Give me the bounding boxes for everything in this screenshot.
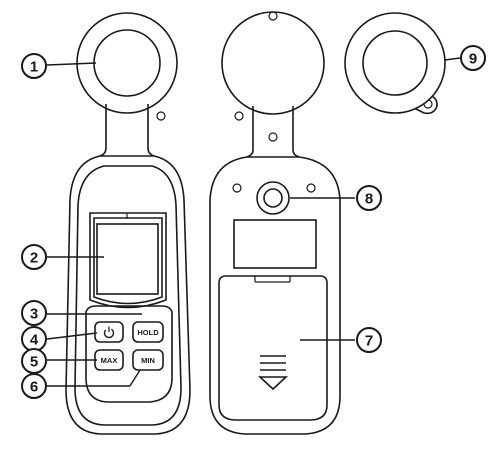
callout-6: 6 bbox=[21, 373, 47, 399]
svg-text:4: 4 bbox=[30, 332, 39, 349]
front-neck bbox=[105, 104, 149, 148]
back-right-screw bbox=[306, 183, 316, 193]
back-neck-screw bbox=[268, 132, 278, 142]
detached-filter-ring bbox=[344, 12, 446, 115]
ring-inner bbox=[362, 30, 428, 96]
tripod-mount-outer bbox=[256, 181, 290, 215]
svg-text:6: 6 bbox=[30, 379, 38, 396]
back-left-screw bbox=[232, 183, 242, 193]
max-button[interactable]: MAX bbox=[94, 349, 124, 371]
max-button-label: MAX bbox=[101, 356, 118, 365]
battery-cover-grip bbox=[257, 355, 289, 391]
svg-text:5: 5 bbox=[30, 354, 38, 371]
ring-outer bbox=[344, 12, 446, 114]
back-view bbox=[209, 11, 341, 435]
callout-2: 2 bbox=[21, 244, 47, 270]
svg-text:8: 8 bbox=[365, 191, 373, 208]
svg-text:3: 3 bbox=[30, 306, 38, 323]
min-button-label: MIN bbox=[141, 356, 155, 365]
back-hinge-screw bbox=[234, 111, 244, 121]
svg-text:2: 2 bbox=[30, 250, 38, 267]
front-body-inner bbox=[74, 165, 182, 426]
callout-7: 7 bbox=[356, 327, 382, 353]
battery-cover bbox=[218, 275, 328, 421]
callout-9: 9 bbox=[460, 45, 486, 71]
keypad-panel bbox=[85, 305, 173, 403]
callout-3: 3 bbox=[21, 300, 47, 326]
back-sensor-head bbox=[221, 11, 325, 115]
callout-8: 8 bbox=[356, 185, 382, 211]
back-neck bbox=[252, 106, 294, 150]
min-button[interactable]: MIN bbox=[132, 349, 164, 371]
callout-5: 5 bbox=[21, 348, 47, 374]
front-hinge-screw bbox=[156, 111, 166, 121]
lcd-screen bbox=[96, 223, 159, 295]
label-recess bbox=[233, 219, 317, 269]
callout-4: 4 bbox=[21, 326, 47, 352]
power-icon bbox=[103, 327, 115, 339]
svg-text:9: 9 bbox=[469, 51, 477, 68]
callout-1: 1 bbox=[21, 53, 47, 79]
power-button[interactable] bbox=[94, 321, 124, 343]
tripod-mount-inner bbox=[263, 188, 283, 208]
slide-arrow-icon bbox=[257, 376, 289, 391]
front-view: HOLD MAX MIN bbox=[65, 12, 191, 435]
callouts: 1 2 3 4 5 6 7 8 bbox=[21, 45, 486, 399]
svg-text:7: 7 bbox=[365, 333, 373, 350]
hold-button-label: HOLD bbox=[137, 328, 159, 337]
back-top-screw bbox=[268, 11, 278, 21]
svg-text:1: 1 bbox=[30, 59, 38, 76]
front-sensor-head bbox=[76, 12, 178, 114]
hold-button[interactable]: HOLD bbox=[132, 321, 164, 343]
